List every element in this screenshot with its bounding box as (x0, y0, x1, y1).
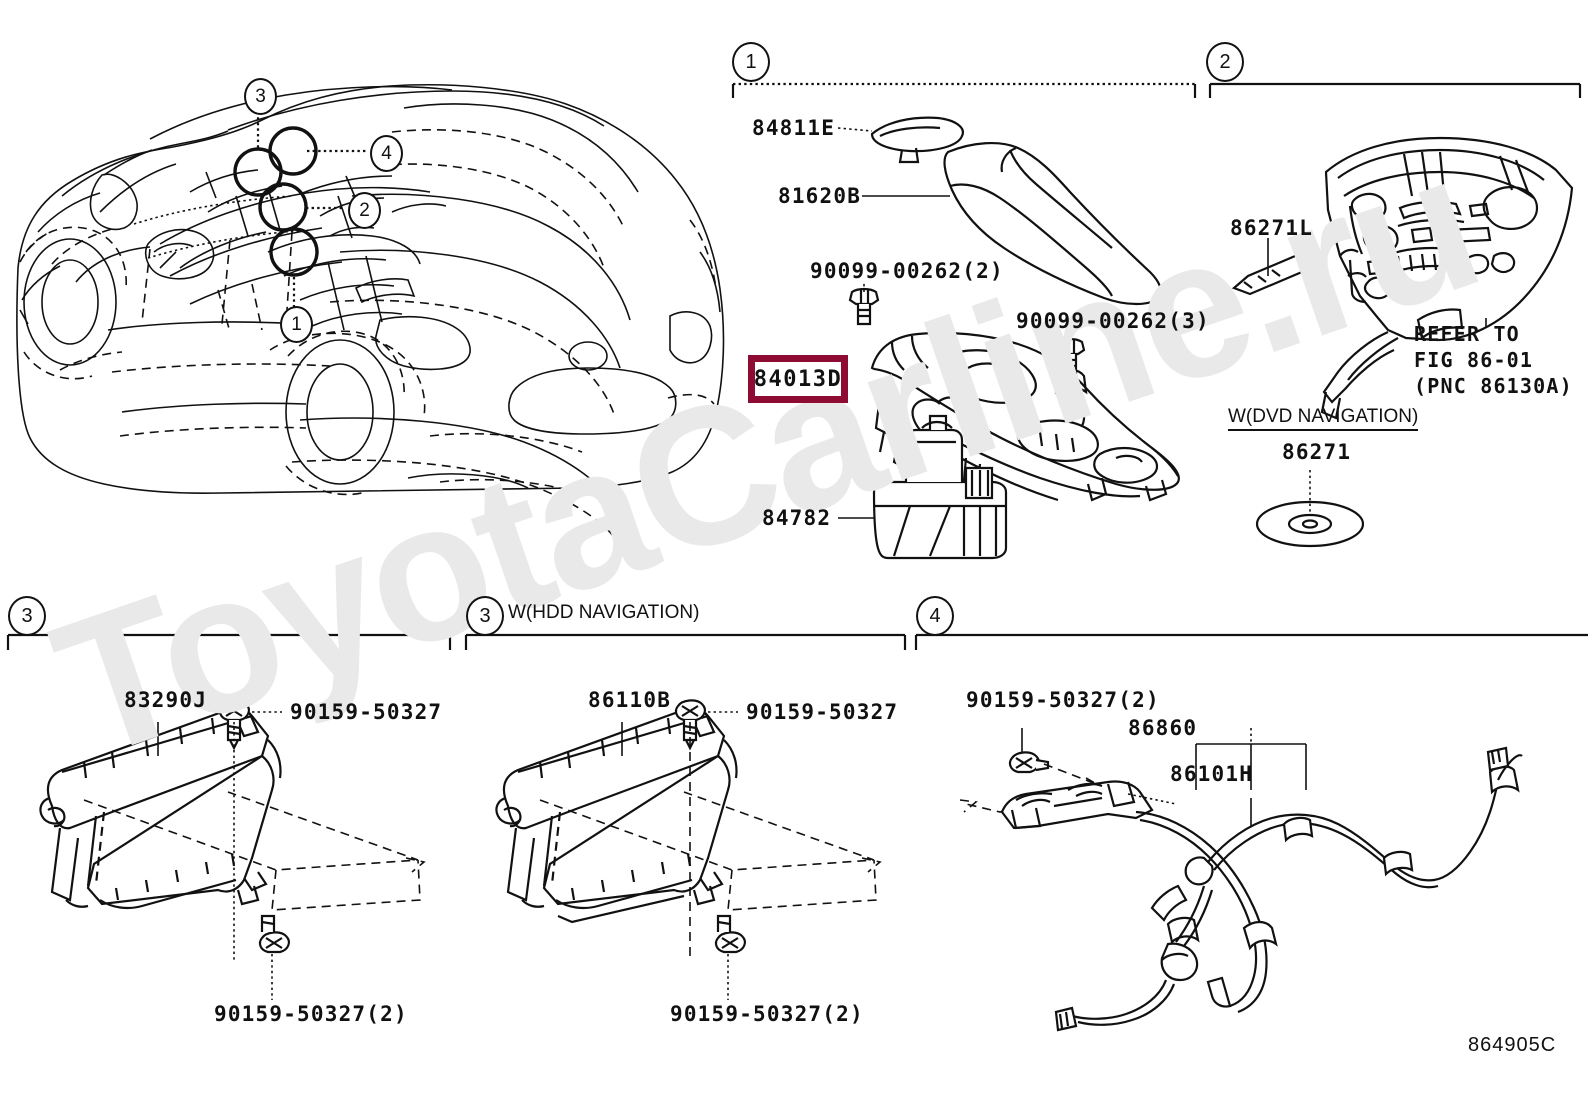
part-84782-art (872, 396, 1008, 560)
part-label-86271l[interactable]: 86271L (1230, 216, 1314, 240)
note-refer-to-line1: REFER TO (1414, 322, 1520, 346)
figure-code: 864905C (1468, 1034, 1557, 1056)
part-label-90159-50327-3a[interactable]: 90159-50327 (290, 700, 443, 724)
vehicle-callout-1[interactable]: 1 (280, 306, 313, 343)
screw-3a-top-art (218, 699, 250, 751)
part-label-90159-50327-2-3a[interactable]: 90159-50327(2) (214, 1002, 408, 1026)
part-head-unit-art (1320, 136, 1574, 420)
part-label-84013d-highlighted[interactable]: 84013D (748, 355, 848, 403)
screw-3b-bottom-art (714, 914, 746, 954)
part-83290j-ghost (83, 791, 426, 911)
part-label-83290j[interactable]: 83290J (124, 688, 208, 712)
leader-84811e (837, 127, 873, 132)
part-label-90159-50327-3b[interactable]: 90159-50327 (746, 700, 899, 724)
part-label-90159-50327-2-3b[interactable]: 90159-50327(2) (670, 1002, 864, 1026)
section-2-number: 2 (1206, 42, 1244, 82)
part-label-90099-00262-3[interactable]: 90099-00262(3) (1016, 309, 1210, 333)
part-86271l-art (1231, 246, 1326, 296)
vehicle-callout-4[interactable]: 4 (370, 135, 403, 172)
section-1-number: 1 (732, 42, 770, 82)
section-2-sub-caption: W(DVD NAVIGATION) (1228, 406, 1419, 431)
part-label-90159-50327-2-s4[interactable]: 90159-50327(2) (966, 688, 1160, 712)
leader-86860 (1127, 793, 1177, 805)
section-4-number: 4 (916, 596, 954, 636)
section-3a-number: 3 (8, 596, 46, 636)
section-brackets (6, 82, 1588, 650)
screw-3a-bottom-art (258, 914, 290, 954)
screw-4-art (1008, 751, 1050, 774)
vehicle-illustration (16, 84, 725, 541)
note-refer-to-line2: FIG 86-01 (1414, 348, 1534, 372)
part-label-84782[interactable]: 84782 (762, 506, 832, 530)
part-label-81620b[interactable]: 81620B (778, 184, 862, 208)
vehicle-callout-3[interactable]: 3 (244, 78, 277, 115)
part-86271-disc-art (1255, 500, 1365, 548)
part-83290j-art (39, 707, 282, 910)
part-label-86101h[interactable]: 86101H (1170, 762, 1254, 786)
part-label-84811e[interactable]: 84811E (752, 116, 836, 140)
section-3b-caption: W(HDD NAVIGATION) (508, 602, 700, 623)
vehicle-highlight-rings (233, 126, 319, 277)
part-86110b-art (495, 707, 738, 924)
part-86860-bracket-art (1000, 780, 1154, 830)
part-84811e-art (870, 116, 964, 164)
part-harness-art (1054, 746, 1523, 1032)
part-label-90099-00262-2[interactable]: 90099-00262(2) (810, 259, 1004, 283)
part-label-86110b[interactable]: 86110B (588, 688, 672, 712)
part-84013d-art (870, 331, 1180, 502)
part-86110b-ghost (539, 791, 882, 911)
part-81620b-art (943, 141, 1162, 306)
vehicle-callout-2[interactable]: 2 (348, 192, 381, 229)
part-label-86271[interactable]: 86271 (1282, 440, 1352, 464)
note-refer-to-line3: (PNC 86130A) (1414, 374, 1573, 398)
part-90099-a-art (848, 287, 880, 326)
section-3b-number: 3 (466, 596, 504, 636)
part-label-86860[interactable]: 86860 (1128, 716, 1198, 740)
